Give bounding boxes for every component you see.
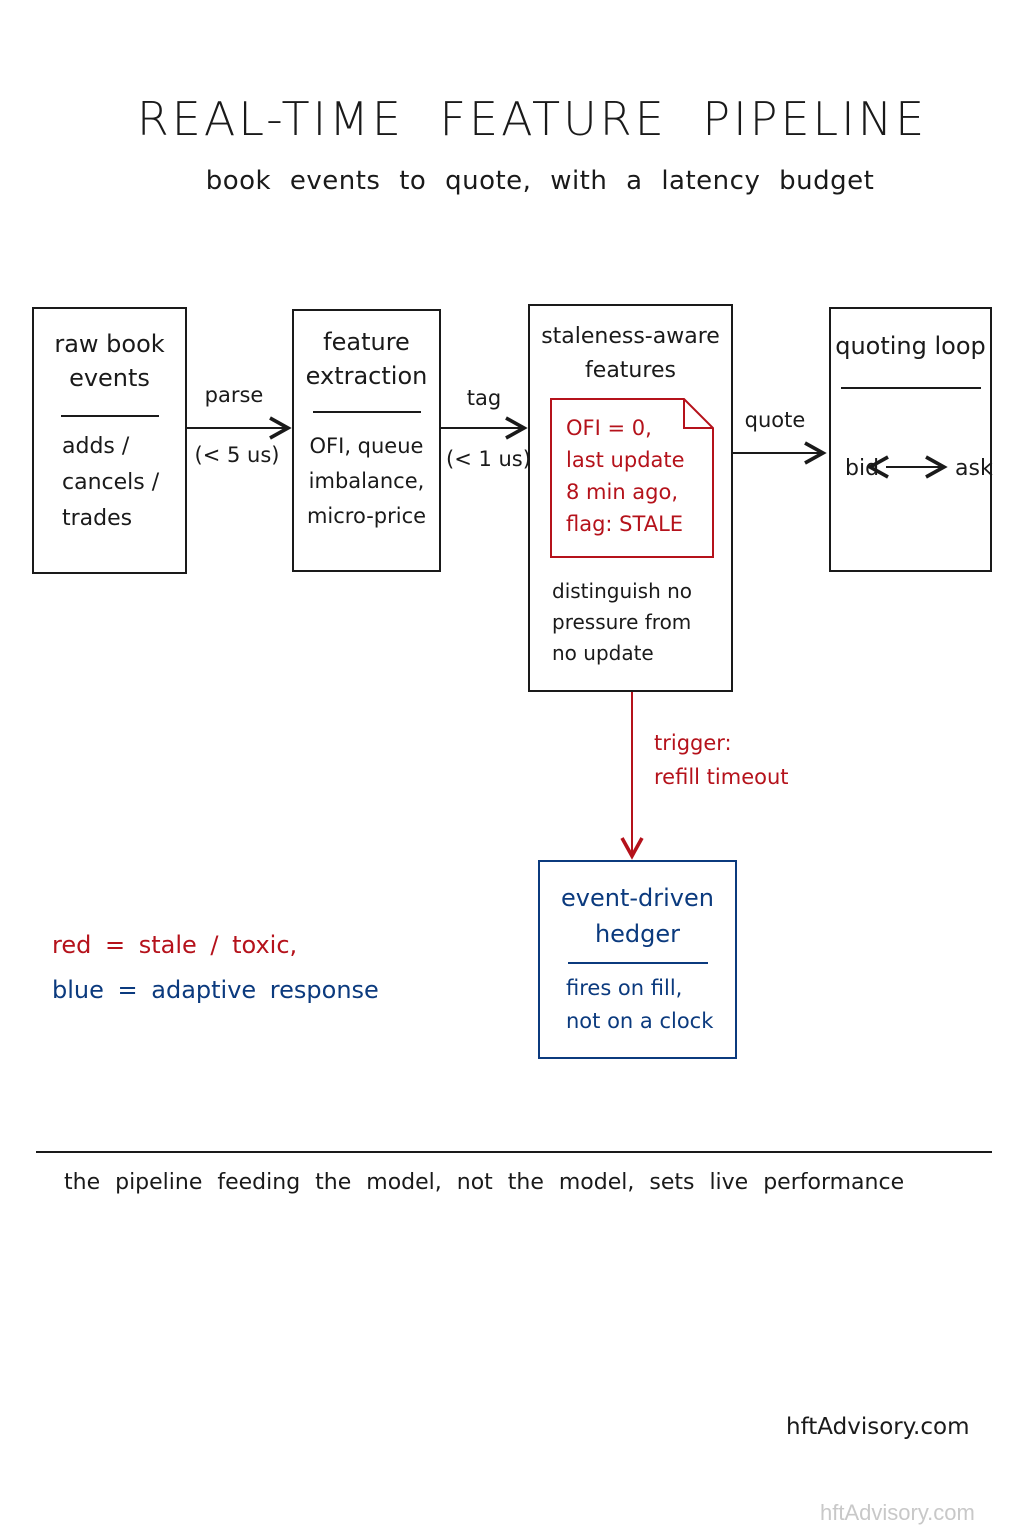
site-credit: hftAdvisory.com [786,1414,970,1440]
divider [60,415,159,417]
parse-latency-label: (< 5 us) [194,443,280,467]
staleness-title-line-2: features [585,358,676,383]
footer-caption: the pipeline feeding the model, not the … [64,1170,905,1195]
raw-book-title-line-2: events [69,364,150,392]
quoting-loop-node: quoting loop bid ask [829,307,993,572]
event-driven-hedger-node: event-driven hedger fires on fill, not o… [538,860,737,1059]
parse-label: parse [204,383,264,407]
staleness-body-line-3: no update [552,641,654,665]
raw-book-body-line-2: cancels / [62,470,160,495]
feature-extraction-body-line-3: micro-price [306,504,427,528]
stale-note-line-1: OFI = 0, [566,416,652,440]
hedger-body-line-1: fires on fill, [566,976,683,1000]
tag-label: tag [466,386,502,410]
divider [312,411,421,413]
feature-extraction-node: feature extraction OFI, queue imbalance,… [292,309,441,572]
trigger-label-line-1: trigger: [654,731,732,755]
page-subtitle: book events to quote, with a latency bud… [205,166,875,196]
page-title: REAL-TIME FEATURE PIPELINE [136,92,928,146]
hedger-title-line-2: hedger [594,920,681,948]
stale-note-line-3: 8 min ago, [566,480,679,504]
divider [567,962,708,964]
staleness-title-line-1: staleness-aware [541,324,720,349]
hedger-title-line-1: event-driven [561,884,714,912]
trigger-label: trigger: refill timeout [654,726,789,794]
bid-label: bid [845,456,880,481]
feature-extraction-body-line-1: OFI, queue [309,434,424,458]
footer-divider [36,1151,992,1153]
staleness-body-line-1: distinguish no [552,579,693,603]
raw-book-body-line-1: adds / [62,434,130,459]
trigger-label-line-2: refill timeout [654,765,789,789]
divider [840,387,981,389]
ask-label: ask [955,456,993,481]
feature-extraction-title-line-1: feature [323,328,410,356]
watermark: hftAdvisory.com [820,1500,975,1525]
feature-extraction-title-line-2: extraction [305,362,428,390]
raw-book-body-line-3: trades [62,506,133,531]
quoting-loop-title: quoting loop [835,332,986,360]
tag-latency-label: (< 1 us) [446,447,531,471]
stale-note-line-4: flag: STALE [566,512,684,536]
stale-flag-note: OFI = 0, last update 8 min ago, flag: ST… [550,398,714,558]
quote-label: quote [744,408,806,432]
legend-blue: blue = adaptive response [52,976,379,1004]
stale-note-line-2: last update [566,448,685,472]
staleness-aware-features-node: staleness-aware features OFI = 0, last u… [528,304,733,692]
raw-book-events-node: raw book events adds / cancels / trades [32,307,187,574]
hedger-body-line-2: not on a clock [566,1009,714,1033]
document-icon [550,398,714,558]
raw-book-title-line-1: raw book [54,330,165,358]
staleness-body-line-2: pressure from [552,610,692,634]
legend-red: red = stale / toxic, [52,931,298,959]
feature-extraction-body-line-2: imbalance, [308,469,425,493]
